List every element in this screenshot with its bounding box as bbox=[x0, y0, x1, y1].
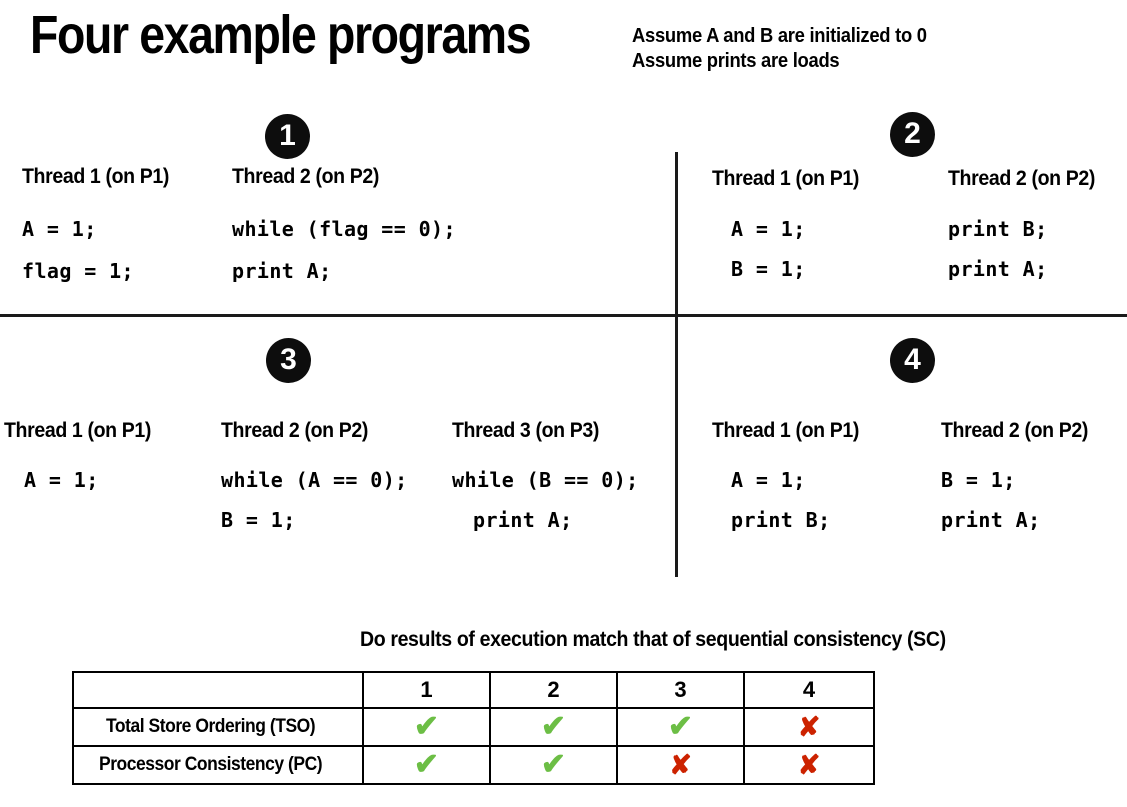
check-icon: ✔ bbox=[413, 748, 440, 781]
table-row-label-pc: Processor Consistency (PC) bbox=[72, 745, 364, 785]
program-3-thread-3-line-1: while (B == 0); bbox=[452, 468, 639, 492]
page-title: Four example programs bbox=[30, 5, 532, 65]
program-badge-1: 1 bbox=[265, 114, 310, 159]
program-4-thread-2-header: Thread 2 (on P2) bbox=[941, 419, 1089, 442]
program-1-thread-2-line-2: print A; bbox=[232, 259, 332, 283]
program-3-thread-3-header: Thread 3 (on P3) bbox=[452, 419, 600, 442]
table-corner-cell bbox=[72, 671, 364, 709]
check-icon: ✔ bbox=[413, 710, 440, 743]
program-1-thread-1-line-2: flag = 1; bbox=[22, 259, 134, 283]
cross-icon: ✘ bbox=[797, 711, 821, 742]
program-3-thread-1-header: Thread 1 (on P1) bbox=[4, 419, 152, 442]
check-icon: ✔ bbox=[667, 710, 694, 743]
program-4-thread-1-header: Thread 1 (on P1) bbox=[712, 419, 860, 442]
program-2-thread-2-line-1: print B; bbox=[948, 217, 1048, 241]
cell-pc-4: ✘ bbox=[743, 745, 875, 785]
tso-label-text: Total Store Ordering (TSO) bbox=[106, 716, 316, 737]
pc-label-text: Processor Consistency (PC) bbox=[98, 754, 323, 775]
cell-tso-3: ✔ bbox=[616, 707, 745, 747]
cell-tso-4: ✘ bbox=[743, 707, 875, 747]
program-3-thread-1-line-1: A = 1; bbox=[24, 468, 99, 492]
program-4-thread-1-line-2: print B; bbox=[731, 508, 831, 532]
program-1-thread-2-line-1: while (flag == 0); bbox=[232, 217, 456, 241]
program-1-thread-2-header: Thread 2 (on P2) bbox=[232, 165, 380, 188]
program-2-thread-1-line-2: B = 1; bbox=[731, 257, 806, 281]
program-3-thread-2-line-1: while (A == 0); bbox=[221, 468, 408, 492]
program-3-thread-2-header: Thread 2 (on P2) bbox=[221, 419, 369, 442]
assumptions-note: Assume A and B are initialized to 0 Assu… bbox=[632, 24, 927, 74]
table-header-row: 1 2 3 4 bbox=[72, 671, 875, 709]
table-row-label-tso: Total Store Ordering (TSO) bbox=[72, 707, 364, 747]
program-4-thread-1-line-1: A = 1; bbox=[731, 468, 806, 492]
program-2-thread-1-line-1: A = 1; bbox=[731, 217, 806, 241]
program-badge-4: 4 bbox=[890, 338, 935, 383]
program-badge-2: 2 bbox=[890, 112, 935, 157]
program-2-thread-2-line-2: print A; bbox=[948, 257, 1048, 281]
check-icon: ✔ bbox=[540, 710, 567, 743]
check-icon: ✔ bbox=[540, 748, 567, 781]
assumption-line-2: Assume prints are loads bbox=[632, 50, 840, 72]
program-2-thread-1-header: Thread 1 (on P1) bbox=[712, 167, 860, 190]
cell-tso-1: ✔ bbox=[362, 707, 491, 747]
program-4-thread-2-line-2: print A; bbox=[941, 508, 1041, 532]
table-header-col-4: 4 bbox=[743, 671, 875, 709]
program-2-thread-2-header: Thread 2 (on P2) bbox=[948, 167, 1096, 190]
cell-pc-2: ✔ bbox=[489, 745, 618, 785]
cross-icon: ✘ bbox=[669, 749, 692, 780]
table-header-col-2: 2 bbox=[489, 671, 618, 709]
program-3-thread-3-line-2: print A; bbox=[473, 508, 573, 532]
program-1-thread-1-header: Thread 1 (on P1) bbox=[22, 165, 170, 188]
program-1-thread-1-line-1: A = 1; bbox=[22, 217, 97, 241]
cell-tso-2: ✔ bbox=[489, 707, 618, 747]
assumption-line-1: Assume A and B are initialized to 0 bbox=[632, 25, 927, 47]
cross-icon: ✘ bbox=[797, 749, 821, 780]
horizontal-divider bbox=[0, 314, 1127, 317]
results-table-caption: Do results of execution match that of se… bbox=[360, 628, 946, 651]
results-table: 1 2 3 4 Total Store Ordering (TSO) ✔ ✔ ✔… bbox=[72, 671, 875, 785]
cell-pc-3: ✘ bbox=[616, 745, 745, 785]
table-row-pc: Processor Consistency (PC) ✔ ✔ ✘ ✘ bbox=[72, 745, 875, 785]
vertical-divider bbox=[675, 152, 678, 577]
program-badge-3: 3 bbox=[266, 338, 311, 383]
table-header-col-3: 3 bbox=[616, 671, 745, 709]
table-row-tso: Total Store Ordering (TSO) ✔ ✔ ✔ ✘ bbox=[72, 707, 875, 747]
program-3-thread-2-line-2: B = 1; bbox=[221, 508, 296, 532]
program-4-thread-2-line-1: B = 1; bbox=[941, 468, 1016, 492]
cell-pc-1: ✔ bbox=[362, 745, 491, 785]
table-header-col-1: 1 bbox=[362, 671, 491, 709]
